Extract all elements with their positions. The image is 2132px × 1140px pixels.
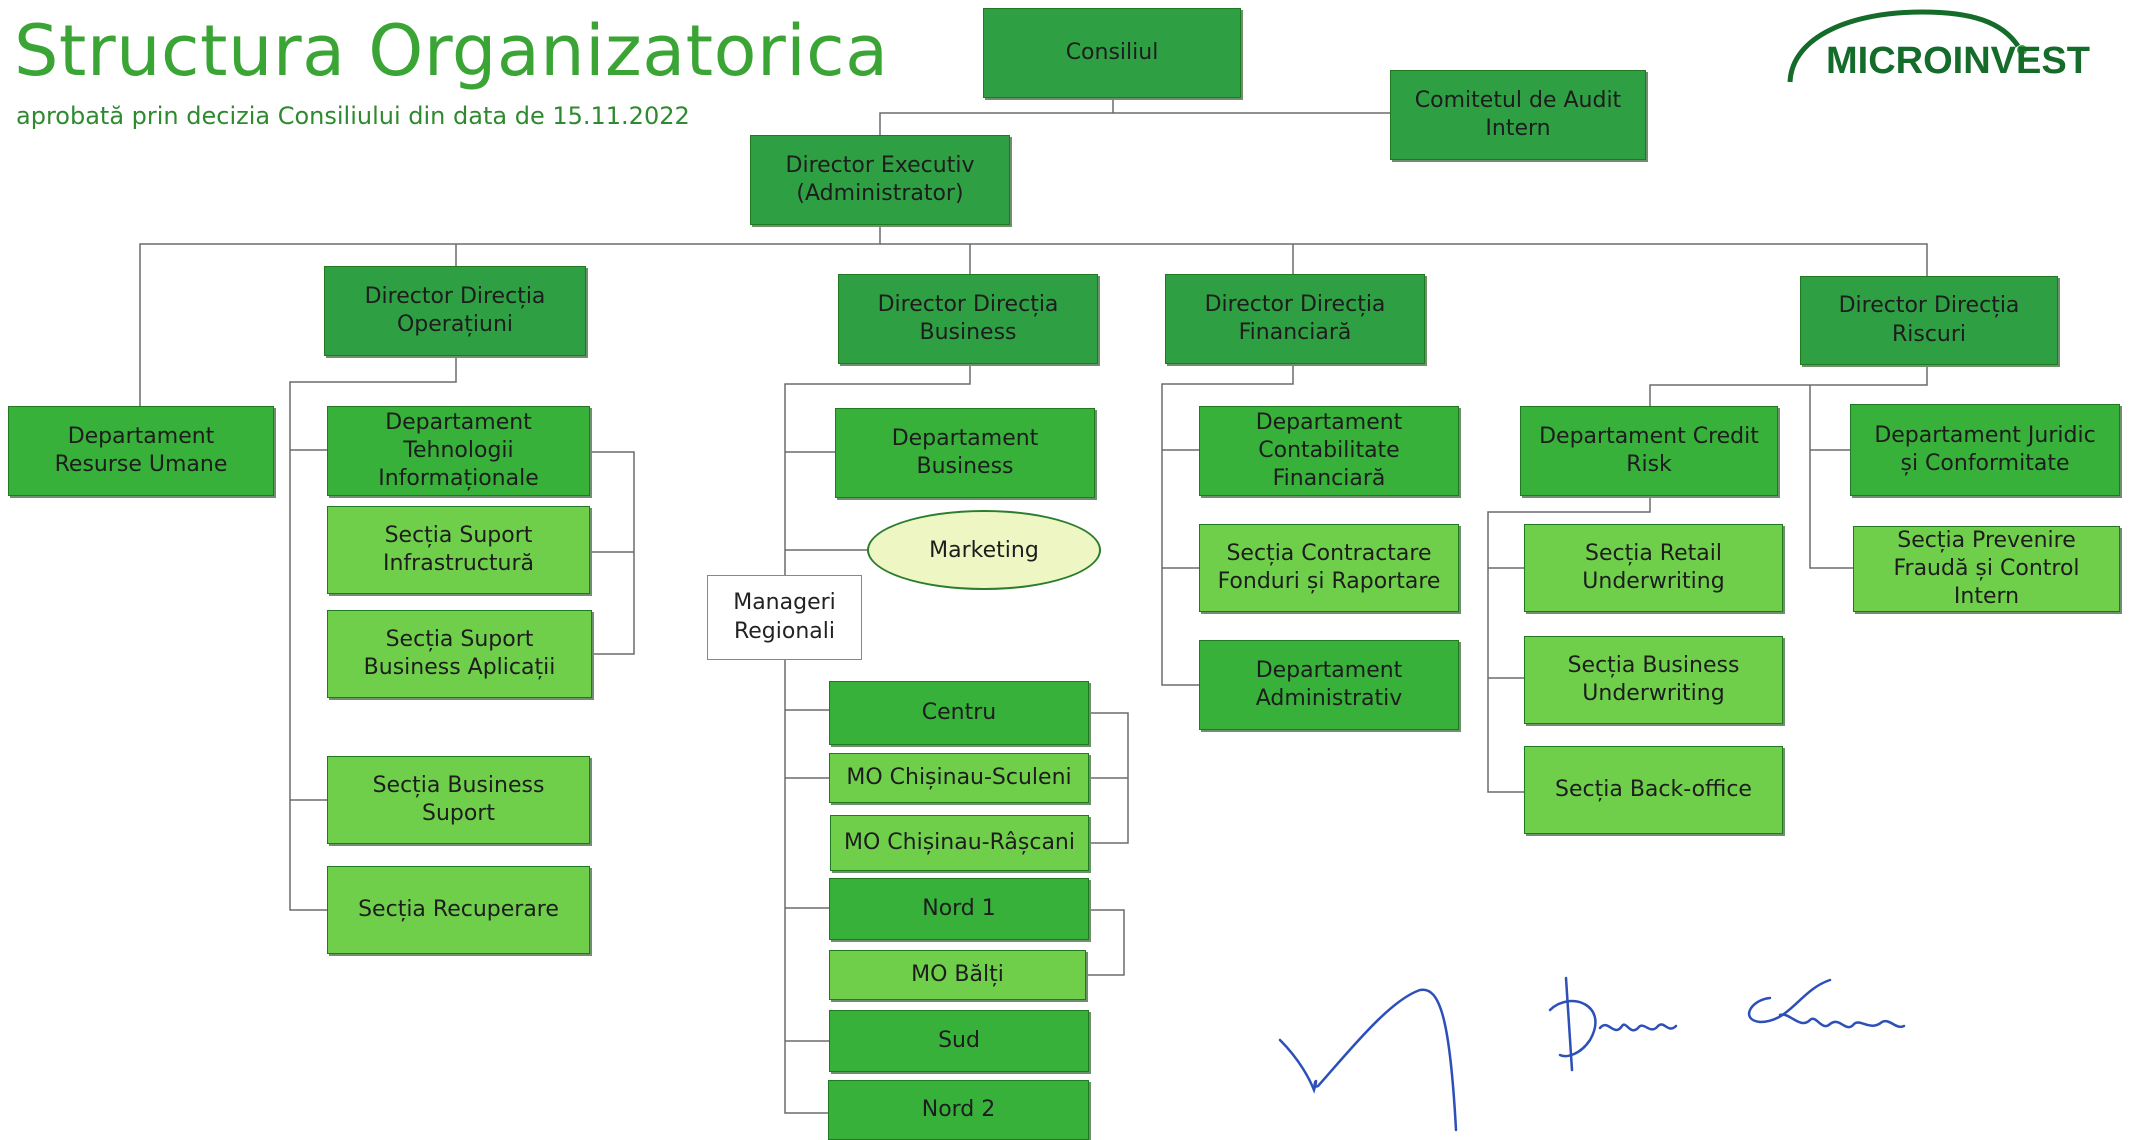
mo-balti-box: MO Bălți — [829, 950, 1086, 1000]
microinvest-logo: MICROINVEST — [1782, 6, 2122, 96]
director-operatiuni-box: Director Direcția Operațiuni — [324, 266, 586, 356]
sectia-business-suport-box: Secția Business Suport — [327, 756, 590, 844]
sectia-contractare-box: Secția Contractare Fonduri și Raportare — [1199, 524, 1459, 612]
departament-administrativ-box: Departament Administrativ — [1199, 640, 1459, 730]
logo-arc-icon — [1787, 9, 2027, 83]
departament-credit-risk-box: Departament Credit Risk — [1520, 406, 1778, 496]
consiliul-box: Consiliul — [983, 8, 1241, 98]
nord-1-box: Nord 1 — [829, 878, 1089, 940]
page-title: Structura Organizatorica — [14, 10, 889, 92]
centru-box: Centru — [829, 681, 1089, 745]
director-business-box: Director Direcția Business — [838, 274, 1098, 364]
manageri-regionali-box: Manageri Regionali — [707, 575, 862, 660]
departament-tehnologii-box: Departament Tehnologii Informaționale — [327, 406, 590, 496]
departament-contabilitate-box: Departament Contabilitate Financiară — [1199, 406, 1459, 496]
departament-juridic-box: Departament Juridic și Conformitate — [1850, 404, 2120, 496]
director-executiv-box: Director Executiv (Administrator) — [750, 135, 1010, 225]
sud-box: Sud — [829, 1010, 1089, 1072]
departament-resurse-umane-box: Departament Resurse Umane — [8, 406, 274, 496]
mo-chisinau-rascani-box: MO Chișinau-Râșcani — [830, 815, 1089, 871]
comitetul-audit-box: Comitetul de Audit Intern — [1390, 70, 1646, 160]
sectia-suport-business-aplicatii-box: Secția Suport Business Aplicații — [327, 610, 592, 698]
nord-2-box: Nord 2 — [828, 1080, 1089, 1140]
departament-business-box: Departament Business — [835, 408, 1095, 498]
logo-text: MICROINVEST — [1826, 40, 2090, 82]
handwritten-signature — [1278, 976, 1906, 1132]
sectia-prevenire-frauda-box: Secția Prevenire Fraudă și Control Inter… — [1853, 526, 2120, 612]
sectia-suport-infrastructura-box: Secția Suport Infrastructură — [327, 506, 590, 594]
director-financiara-box: Director Direcția Financiară — [1165, 274, 1425, 364]
marketing-ellipse: Marketing — [867, 510, 1101, 590]
page-subtitle: aprobată prin decizia Consiliului din da… — [16, 102, 690, 130]
sectia-retail-underwriting-box: Secția Retail Underwriting — [1524, 524, 1783, 612]
director-riscuri-box: Director Direcția Riscuri — [1800, 276, 2058, 365]
sectia-back-office-box: Secția Back-office — [1524, 746, 1783, 834]
sectia-recuperare-box: Secția Recuperare — [327, 866, 590, 954]
mo-chisinau-sculeni-box: MO Chișinau-Sculeni — [829, 753, 1089, 803]
sectia-business-underwriting-box: Secția Business Underwriting — [1524, 636, 1783, 724]
